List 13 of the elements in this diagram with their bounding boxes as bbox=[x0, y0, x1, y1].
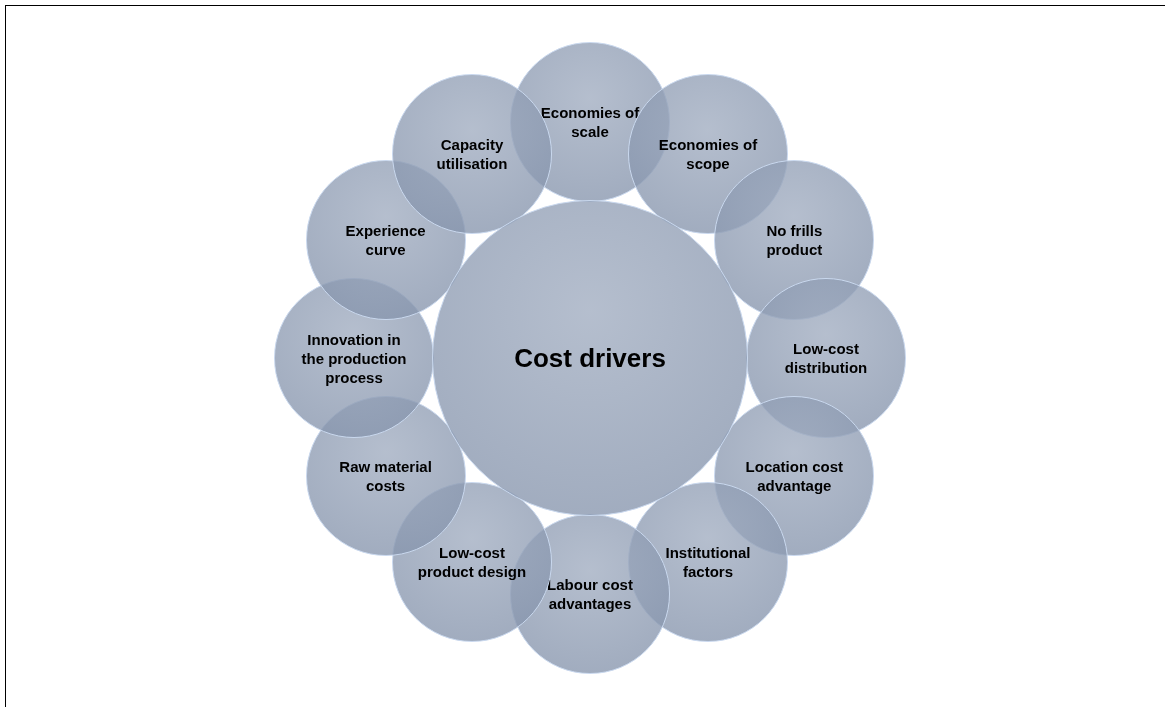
center-title: Cost drivers bbox=[514, 343, 666, 373]
node-label: Institutional factors bbox=[664, 543, 752, 582]
node-label: Capacity utilisation bbox=[435, 134, 509, 173]
node-label: Labour cost advantages bbox=[546, 575, 634, 613]
node-label: Economies of scope bbox=[657, 134, 759, 173]
node-label: Experience curve bbox=[344, 221, 427, 259]
node-label: Raw material costs bbox=[338, 457, 433, 495]
node-label: No frills product bbox=[765, 221, 824, 259]
node-label: Economies of scale bbox=[539, 103, 641, 141]
node-label: Location cost advantage bbox=[744, 457, 845, 495]
node-label: Low-cost product design bbox=[417, 543, 527, 582]
node-label: Innovation in the production process bbox=[300, 329, 408, 387]
node-label: Low-cost distribution bbox=[783, 339, 869, 377]
